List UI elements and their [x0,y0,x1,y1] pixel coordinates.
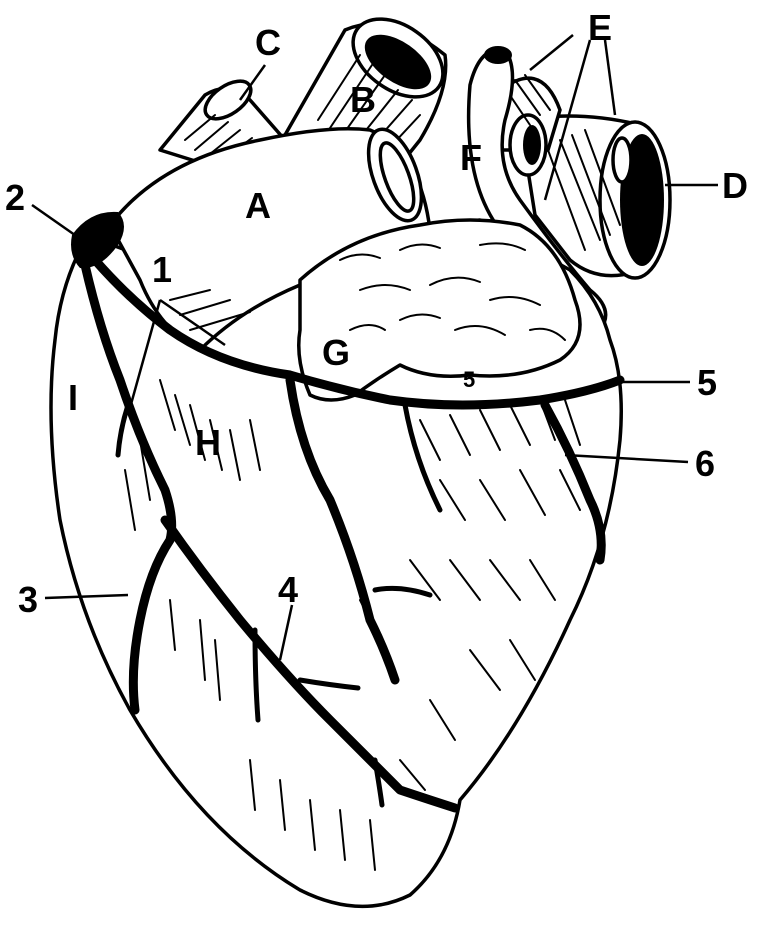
label-e: E [588,7,612,48]
label-g: G [322,332,350,373]
label-4: 4 [278,569,298,610]
label-5-inner: 5 [463,367,475,392]
label-2: 2 [5,177,25,218]
label-1: 1 [152,249,172,290]
label-h: H [195,422,221,463]
label-3: 3 [18,579,38,620]
label-6: 6 [695,443,715,484]
label-b: B [350,79,376,120]
label-i: I [68,377,78,418]
label-5: 5 [697,362,717,403]
label-f: F [460,137,482,178]
label-d: D [722,165,748,206]
label-a: A [245,185,271,226]
label-c: C [255,22,281,63]
